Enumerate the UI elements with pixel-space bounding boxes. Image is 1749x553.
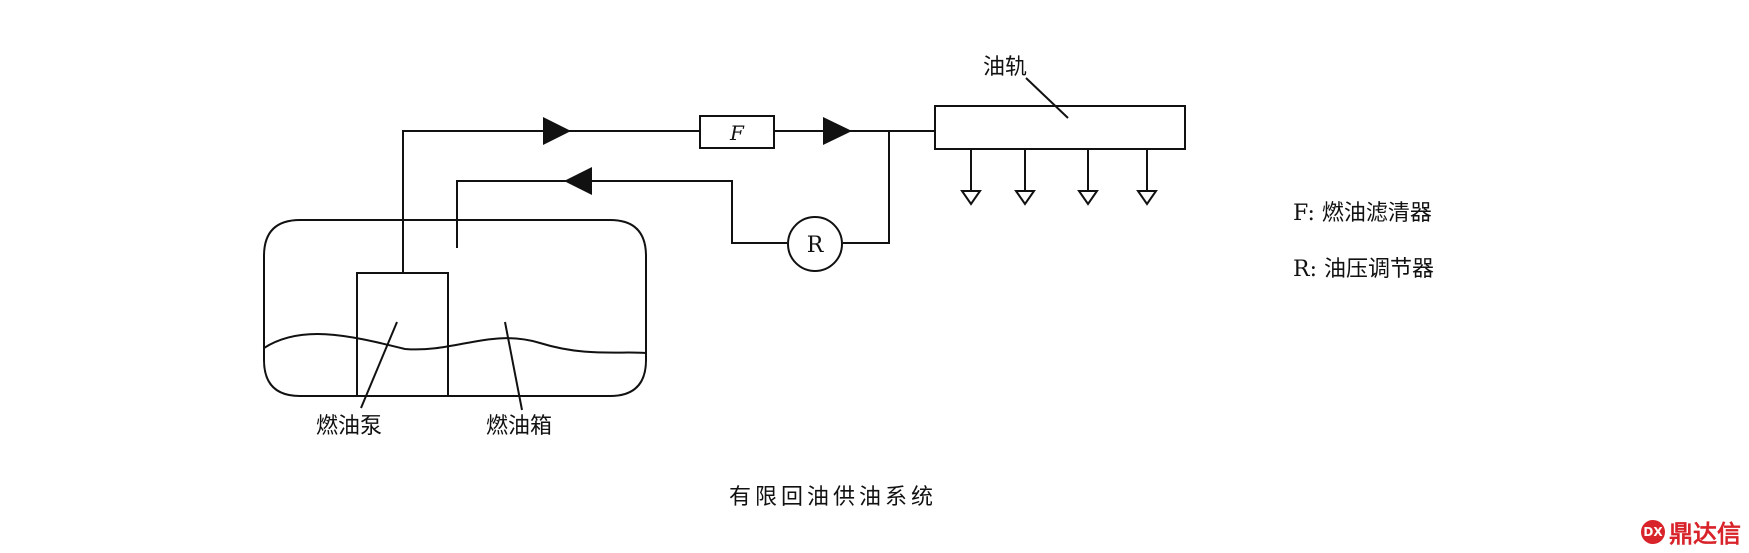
flow-arrow bbox=[564, 167, 592, 195]
fuel-level-wave bbox=[263, 333, 647, 354]
return-line bbox=[843, 131, 890, 244]
fuel-pump-box bbox=[356, 272, 449, 397]
legend-filter: F: 燃油滤清器 bbox=[1293, 201, 1432, 226]
tank-leader bbox=[504, 321, 523, 411]
flow-arrow bbox=[543, 117, 571, 145]
watermark-text: 鼎达信 bbox=[1669, 520, 1741, 548]
injector bbox=[960, 149, 982, 206]
filter-label: F bbox=[729, 121, 745, 145]
pump-leader bbox=[360, 321, 398, 409]
fuel-tank-outline bbox=[263, 219, 647, 397]
tank-label: 燃油箱 bbox=[486, 414, 552, 439]
rail-leader bbox=[1025, 77, 1069, 119]
diagram-caption: 有限回油供油系统 bbox=[729, 485, 937, 510]
return-line-2 bbox=[456, 180, 787, 248]
watermark-logo-icon: DX bbox=[1641, 519, 1665, 544]
rail-label: 油轨 bbox=[983, 55, 1027, 80]
regulator-label: R bbox=[807, 233, 825, 258]
injector bbox=[1077, 149, 1099, 206]
fuel-rail bbox=[934, 105, 1186, 150]
supply-line bbox=[402, 130, 700, 273]
injector bbox=[1136, 149, 1158, 206]
regulator-circle bbox=[787, 216, 843, 272]
flow-arrow bbox=[823, 117, 852, 145]
legend-regulator: R: 油压调节器 bbox=[1293, 257, 1434, 282]
injector bbox=[1014, 149, 1036, 206]
filter-box bbox=[699, 115, 775, 149]
watermark: DX 鼎达信 bbox=[1641, 514, 1741, 549]
pump-label: 燃油泵 bbox=[316, 414, 382, 439]
